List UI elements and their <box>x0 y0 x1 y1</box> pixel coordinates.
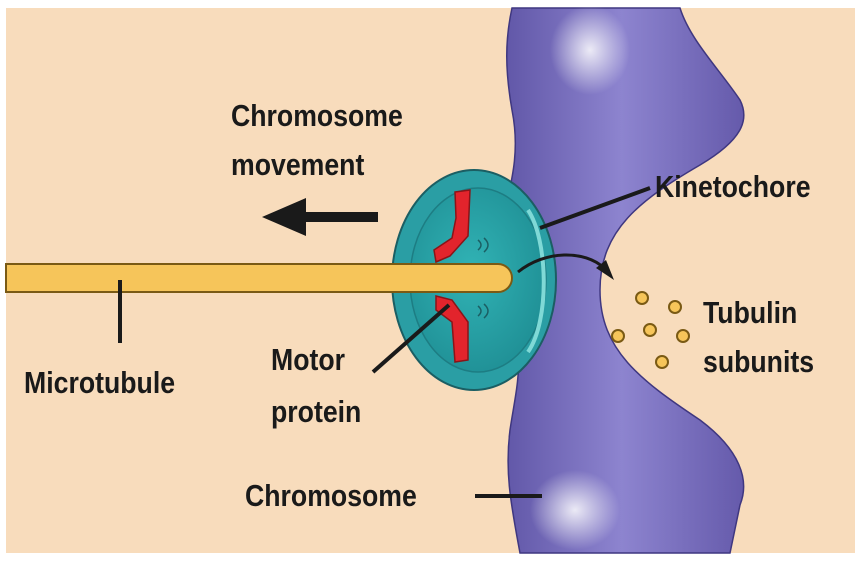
tubulin-subunit <box>677 330 689 342</box>
chromosome-movement-label-line1: Chromosome <box>231 93 403 139</box>
chromosome-highlight-bottom <box>530 470 620 550</box>
tubulin-subunit <box>656 356 668 368</box>
microtubule-label: Microtubule <box>24 360 175 406</box>
tubulin-subunit <box>644 324 656 336</box>
tubulin-subunit <box>669 301 681 313</box>
tubulin-label-line2: subunits <box>703 339 814 385</box>
chromosome-highlight-top <box>550 5 630 95</box>
chromosome-movement-label-line2: movement <box>231 142 364 188</box>
tubulin-subunit <box>636 292 648 304</box>
tubulin-label-line1: Tubulin <box>703 290 797 336</box>
tubulin-subunit <box>612 330 624 342</box>
microtubule <box>6 264 512 292</box>
kinetochore-label: Kinetochore <box>655 164 811 210</box>
motor-protein-label-line2: protein <box>271 389 361 435</box>
motor-protein-label-line1: Motor <box>271 337 345 383</box>
chromosome-label: Chromosome <box>245 473 417 519</box>
